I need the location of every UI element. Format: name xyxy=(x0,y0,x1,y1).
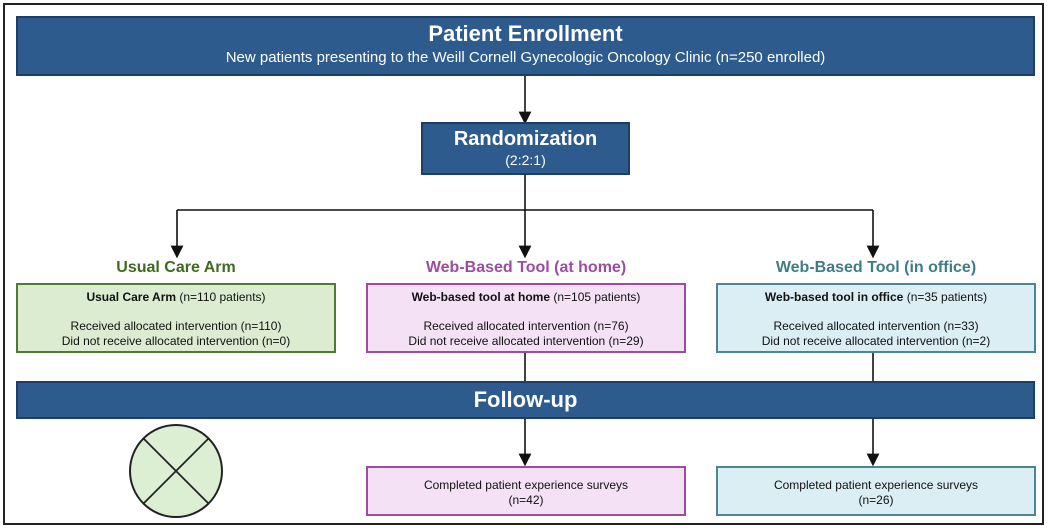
in-office-received: Received allocated intervention (n=33) xyxy=(773,319,979,333)
survey-at-home-label: Completed patient experience surveys xyxy=(423,478,629,492)
survey-box-in-office: Completed patient experience surveys (n=… xyxy=(716,466,1036,516)
at-home-box: Web-based tool at home (n=105 patients) … xyxy=(366,283,686,353)
survey-in-office-label: Completed patient experience surveys xyxy=(773,478,979,492)
at-home-received: Received allocated intervention (n=76) xyxy=(423,319,629,333)
diagram-frame xyxy=(3,3,1044,525)
usual-care-received: Received allocated intervention (n=110) xyxy=(70,319,282,333)
usual-care-box-count: (n=110 patients) xyxy=(176,290,266,304)
at-home-not-received: Did not receive allocated intervention (… xyxy=(408,334,644,348)
in-office-box-count: (n=35 patients) xyxy=(903,290,988,304)
in-office-box-bold: Web-based tool in office xyxy=(764,290,904,304)
survey-in-office-count: (n=26) xyxy=(858,493,894,507)
at-home-box-bold: Web-based tool at home xyxy=(411,290,551,304)
enrollment-subtitle: New patients presenting to the Weill Cor… xyxy=(225,49,826,66)
followup-box: Follow-up xyxy=(16,381,1035,419)
in-office-box: Web-based tool in office (n=35 patients)… xyxy=(716,283,1036,353)
at-home-heading: Web-Based Tool (at home) xyxy=(425,259,627,276)
in-office-not-received: Did not receive allocated intervention (… xyxy=(761,334,991,348)
in-office-heading: Web-Based Tool (in office) xyxy=(775,259,977,276)
enrollment-title: Patient Enrollment xyxy=(428,21,623,46)
usual-care-box: Usual Care Arm (n=110 patients) Received… xyxy=(16,283,336,353)
survey-at-home-count: (n=42) xyxy=(508,493,544,507)
usual-care-not-received: Did not receive allocated intervention (… xyxy=(61,334,291,348)
crossed-circle-icon xyxy=(129,424,223,518)
randomization-title: Randomization xyxy=(453,128,598,150)
survey-box-at-home: Completed patient experience surveys (n=… xyxy=(366,466,686,516)
followup-title: Follow-up xyxy=(473,387,578,412)
at-home-box-count: (n=105 patients) xyxy=(550,290,641,304)
randomization-ratio: (2:2:1) xyxy=(505,152,546,168)
randomization-box: Randomization (2:2:1) xyxy=(421,122,630,175)
usual-care-box-bold: Usual Care Arm xyxy=(86,290,177,304)
enrollment-box: Patient Enrollment New patients presenti… xyxy=(16,16,1035,76)
usual-care-heading: Usual Care Arm xyxy=(116,259,236,276)
